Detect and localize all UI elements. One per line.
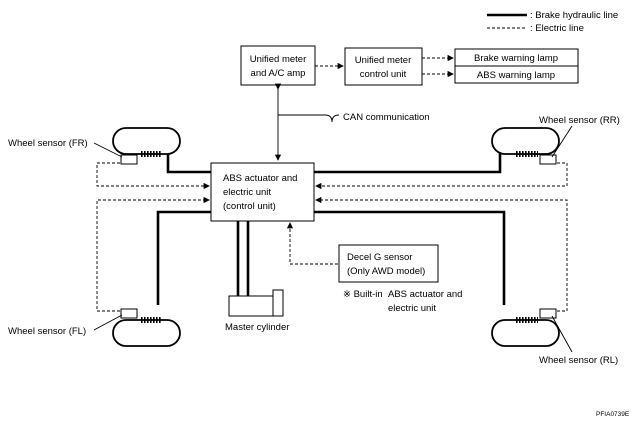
electric-decel-g [286, 222, 338, 265]
wheel-sensor-fl-leader [93, 314, 123, 331]
wheel-sensor-fr-leader [93, 142, 123, 158]
master-cylinder [228, 289, 284, 317]
hydraulic-lines [156, 151, 506, 305]
figure-code: PFIA0739E [596, 411, 630, 418]
electric-rr [315, 162, 568, 190]
unified-meter-amp-line1: Unified meter [250, 54, 307, 65]
abs-warning-lamp-label: ABS warning lamp [477, 70, 555, 81]
hydraulic-fl [156, 210, 211, 305]
wheel-fr [112, 127, 181, 165]
wheel-sensor-fl-label: Wheel sensor (FL) [8, 326, 86, 337]
unified-meter-amp-line2: and A/C amp [251, 68, 306, 79]
wheel-sensor-rl-label: Wheel sensor (RL) [539, 355, 618, 366]
abs-warning-lamp-box: ABS warning lamp [454, 65, 579, 84]
electric-rl [315, 196, 568, 312]
builtin-target-line1: ABS actuator and [388, 289, 462, 300]
hydraulic-fr [166, 151, 211, 174]
wheel-rl [491, 308, 560, 347]
wheel-sensor-fr-label: Wheel sensor (FR) [8, 138, 88, 149]
wheel-sensor-rr-label: Wheel sensor (RR) [539, 115, 620, 126]
wheel-rr [491, 127, 560, 165]
abs-actuator-box: ABS actuator and electric unit (control … [210, 162, 315, 222]
can-communication-label: CAN communication [343, 112, 430, 123]
meter-control-unit-line1: Unified meter [355, 55, 412, 66]
brake-warning-lamp-label: Brake warning lamp [474, 53, 558, 64]
legend-electric-label: : Electric line [530, 23, 584, 34]
builtin-target-line2: electric unit [388, 303, 436, 314]
legend-hydraulic-label: : Brake hydraulic line [530, 10, 618, 21]
electric-fr [96, 162, 210, 190]
abs-actuator-line3: (control unit) [223, 201, 276, 212]
builtin-mark: ※ Built-in [343, 289, 383, 300]
meter-control-unit-box: Unified meter control unit [344, 47, 423, 86]
decel-g-line1: Decel G sensor [347, 252, 412, 263]
wheel-sensor-rr-leader [551, 125, 573, 158]
hydraulic-rr [314, 151, 502, 174]
hydraulic-rl [314, 210, 506, 305]
unified-meter-amp-box: Unified meter and A/C amp [240, 45, 316, 86]
decel-g-line2: (Only AWD model) [347, 266, 425, 277]
abs-actuator-line1: ABS actuator and [223, 173, 297, 184]
can-leader [278, 114, 340, 123]
brake-warning-lamp-box: Brake warning lamp [454, 48, 579, 67]
electric-fl [96, 196, 210, 312]
decel-g-sensor-box: Decel G sensor (Only AWD model) [338, 244, 439, 283]
abs-actuator-line2: electric unit [223, 187, 271, 198]
meter-control-unit-line2: control unit [360, 69, 407, 80]
wheel-fl [112, 308, 181, 347]
legend: : Brake hydraulic line : Electric line [487, 10, 618, 34]
master-cylinder-label: Master cylinder [225, 322, 289, 333]
electric-sensor-lines [96, 162, 568, 312]
wheel-sensor-rl-leader [551, 315, 573, 353]
